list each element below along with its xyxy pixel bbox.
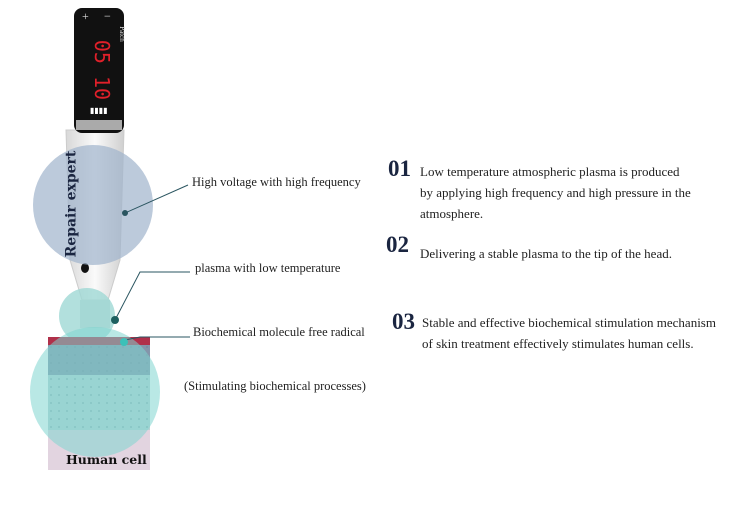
high-voltage-label: High voltage with high frequency <box>192 175 361 189</box>
mode-label: Patch <box>117 26 126 42</box>
minus-button[interactable]: − <box>104 9 111 23</box>
pen-head <box>74 8 124 133</box>
step-description: Stable and effective biochemical stimula… <box>422 315 716 351</box>
plasma-label: plasma with low temperature <box>195 261 341 275</box>
side-label: Repair expert <box>63 150 80 258</box>
digital-display: 05 10 <box>90 39 115 101</box>
high-voltage-circle <box>33 145 153 265</box>
human-cell-label: Human cell <box>66 452 147 467</box>
radical-label: Biochemical molecule free radical <box>193 325 365 339</box>
step-number: 01 <box>388 156 411 181</box>
step-number: 02 <box>386 232 409 257</box>
stimulating-label: (Stimulating biochemical processes) <box>184 379 366 393</box>
step-description: Delivering a stable plasma to the tip of… <box>420 246 672 261</box>
cell-circle <box>30 327 160 457</box>
plus-button[interactable]: + <box>82 9 89 23</box>
battery-icon: ▮▮▮▮ <box>90 106 108 115</box>
step-description: Low temperature atmospheric plasma is pr… <box>420 164 691 221</box>
step-number: 03 <box>392 309 415 334</box>
